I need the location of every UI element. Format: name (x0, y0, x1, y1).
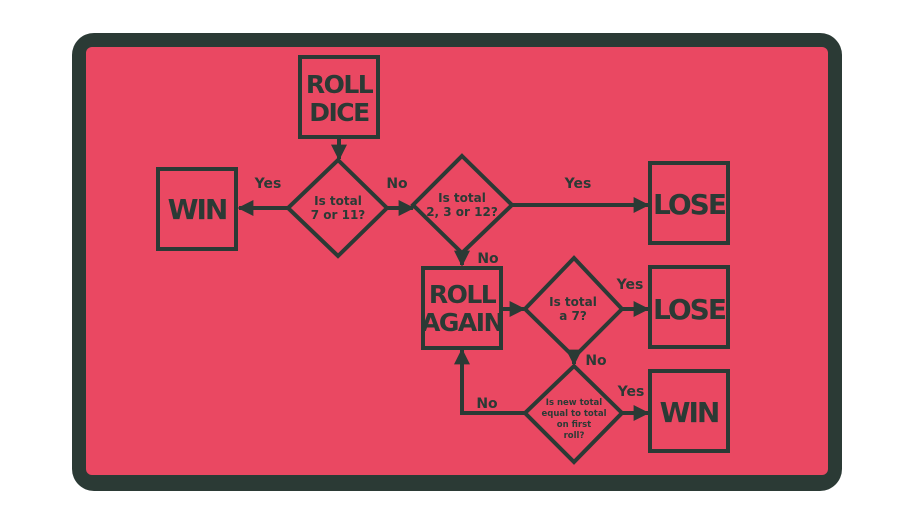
diamond-7-or-11 (285, 157, 390, 259)
edge-decision4-loop-to-rollagain (454, 348, 525, 415)
edge-label-yes-lose-second: Yes (616, 277, 644, 293)
roll-dice-line1: ROLL (306, 70, 374, 99)
edge-label-no-roll-again: No (477, 251, 499, 267)
diamond-equal-first-roll (522, 363, 625, 465)
box-lose-second (648, 265, 730, 349)
decision1-line1: Is total (314, 194, 362, 208)
shapes (156, 55, 730, 465)
roll-dice-line2: DICE (309, 98, 369, 127)
box-win-first (156, 167, 238, 251)
roll-again-line2: AGAIN (421, 308, 503, 337)
decision2-line1: Is total (438, 191, 486, 205)
diamond-2-3-12 (410, 153, 515, 256)
win-first-label: WIN (168, 193, 227, 226)
decision3-line2: a 7? (559, 309, 587, 323)
decision4-line2: equal to total (542, 409, 607, 419)
box-roll-again (421, 266, 503, 350)
diamond-a-7 (522, 255, 625, 360)
decision4-line3: on first (557, 420, 591, 430)
decision4-line4: roll? (564, 431, 585, 441)
decision1-line2: 7 or 11? (311, 208, 366, 222)
lose-second-label: LOSE (653, 293, 726, 326)
roll-again-line1: ROLL (429, 280, 497, 309)
decision4-line1: Is new total (546, 398, 603, 408)
edge-label-no-loop-back: No (476, 396, 498, 412)
box-win-second (648, 369, 730, 453)
box-lose-first (648, 161, 730, 245)
edge-label-yes-lose: Yes (564, 176, 592, 192)
box-roll-dice (298, 55, 380, 139)
edge-label-yes-win-second: Yes (617, 384, 645, 400)
win-second-label: WIN (660, 396, 719, 429)
lose-first-label: LOSE (653, 188, 726, 221)
edge-label-yes-win: Yes (254, 176, 282, 192)
edge-label-no-match-check: No (585, 353, 607, 369)
decision3-line1: Is total (549, 295, 597, 309)
decision2-line2: 2, 3 or 12? (426, 205, 498, 219)
edge-label-no-second-check: No (386, 176, 408, 192)
